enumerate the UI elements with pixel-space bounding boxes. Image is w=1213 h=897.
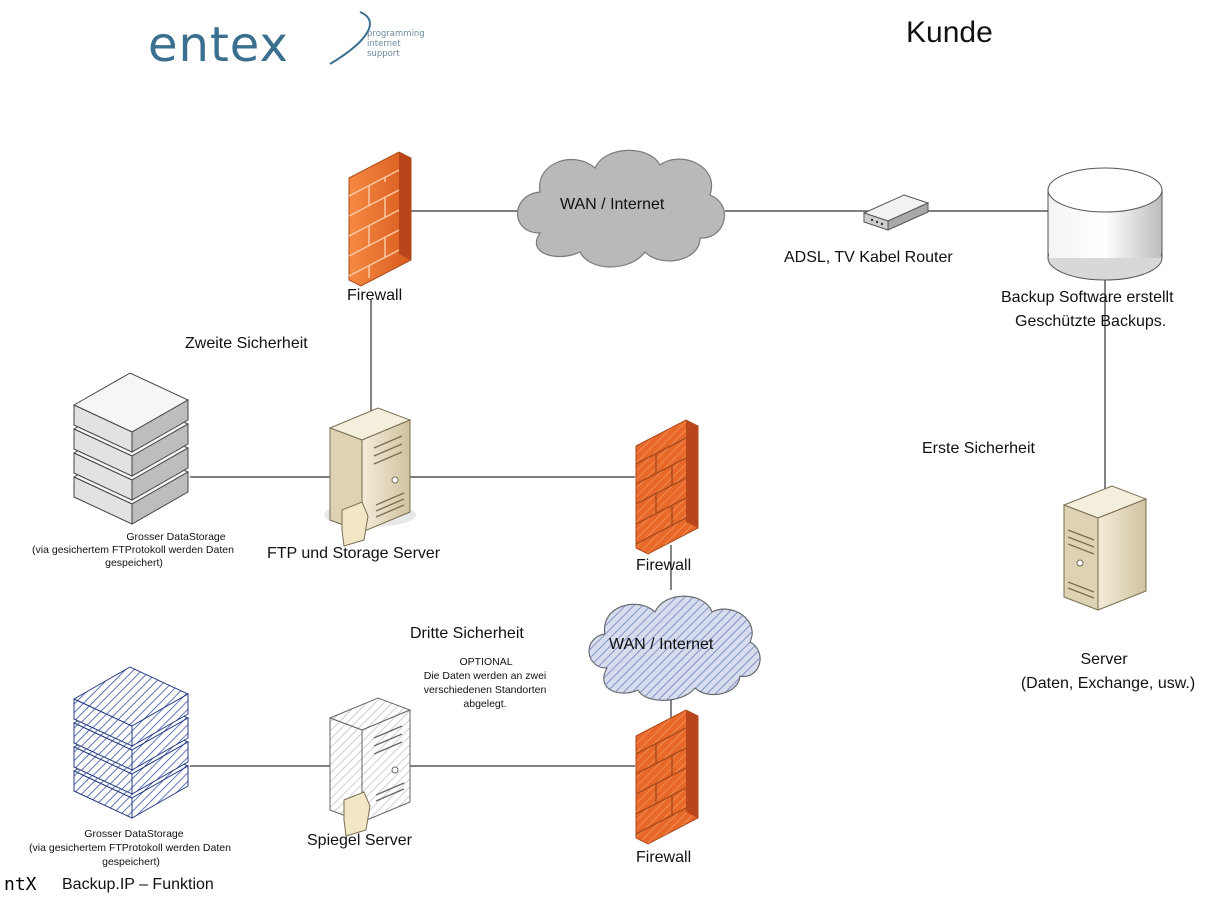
firewall-mid-label: Firewall bbox=[636, 557, 691, 574]
wan-top-label: WAN / Internet bbox=[560, 196, 665, 213]
optional-line-2: verschiedenen Standorten bbox=[424, 684, 547, 696]
optional-line-3: abgelegt. bbox=[463, 698, 506, 710]
customer-server-icon bbox=[1062, 485, 1148, 611]
spiegel-server-label: Spiegel Server bbox=[307, 832, 413, 849]
datastorage-stack-1-icon bbox=[72, 372, 190, 525]
logo-swoosh bbox=[329, 11, 371, 65]
backup-label-line-1: Backup Software erstellt bbox=[1001, 289, 1174, 306]
dritte-sicherheit-label: Dritte Sicherheit bbox=[410, 625, 524, 642]
customer-server-label-line-1: Server bbox=[1080, 651, 1128, 668]
spiegel-server-icon bbox=[328, 697, 412, 837]
entex-logo: entex programming internet support bbox=[148, 11, 425, 73]
storage1-label-line-3: gespeichert) bbox=[105, 557, 163, 569]
storage2-label-line-1: Grosser DataStorage bbox=[84, 828, 183, 840]
wan-cloud-bottom-icon bbox=[588, 595, 761, 701]
storage1-label-line-2: (via gesichertem FTProtokoll werden Date… bbox=[32, 544, 234, 556]
storage2-label-line-2: (via gesichertem FTProtokoll werden Date… bbox=[29, 842, 231, 854]
wan-cloud-top-icon bbox=[516, 149, 726, 268]
zweite-sicherheit-label: Zweite Sicherheit bbox=[185, 335, 308, 352]
firewall-bottom-label: Firewall bbox=[636, 849, 691, 866]
ftp-server-icon bbox=[324, 407, 416, 547]
backup-label-line-2: Geschützte Backups. bbox=[1015, 313, 1166, 330]
router-label: ADSL, TV Kabel Router bbox=[784, 249, 953, 266]
logo-tag-line-2: internet bbox=[367, 39, 401, 49]
logo-tag-line-1: programming bbox=[367, 29, 425, 39]
wan-bottom-label: WAN / Internet bbox=[609, 636, 714, 653]
firewall-top-icon bbox=[348, 151, 412, 287]
datastorage-stack-2-icon bbox=[72, 666, 190, 819]
firewall-bottom-icon bbox=[635, 709, 699, 845]
backup-database-icon bbox=[1047, 167, 1163, 281]
storage2-label-line-3: gespeichert) bbox=[102, 856, 160, 868]
logo-word: entex bbox=[148, 17, 289, 73]
footer-brand-mark: ntX bbox=[4, 874, 37, 895]
firewall-mid-icon bbox=[635, 419, 699, 555]
customer-server-label-line-2: (Daten, Exchange, usw.) bbox=[1021, 675, 1195, 692]
header-title: Kunde bbox=[906, 16, 993, 49]
erste-sicherheit-label: Erste Sicherheit bbox=[922, 440, 1035, 457]
optional-title: OPTIONAL bbox=[459, 656, 512, 668]
ftp-server-label: FTP und Storage Server bbox=[267, 545, 441, 562]
logo-tag-line-3: support bbox=[367, 49, 400, 59]
firewall-top-label: Firewall bbox=[347, 287, 402, 304]
connection-lines bbox=[190, 210, 1106, 767]
storage1-label-line-1: Grosser DataStorage bbox=[126, 531, 225, 543]
footer-caption: Backup.IP – Funktion bbox=[62, 876, 214, 893]
router-icon bbox=[862, 194, 930, 231]
optional-line-1: Die Daten werden an zwei bbox=[424, 670, 547, 682]
